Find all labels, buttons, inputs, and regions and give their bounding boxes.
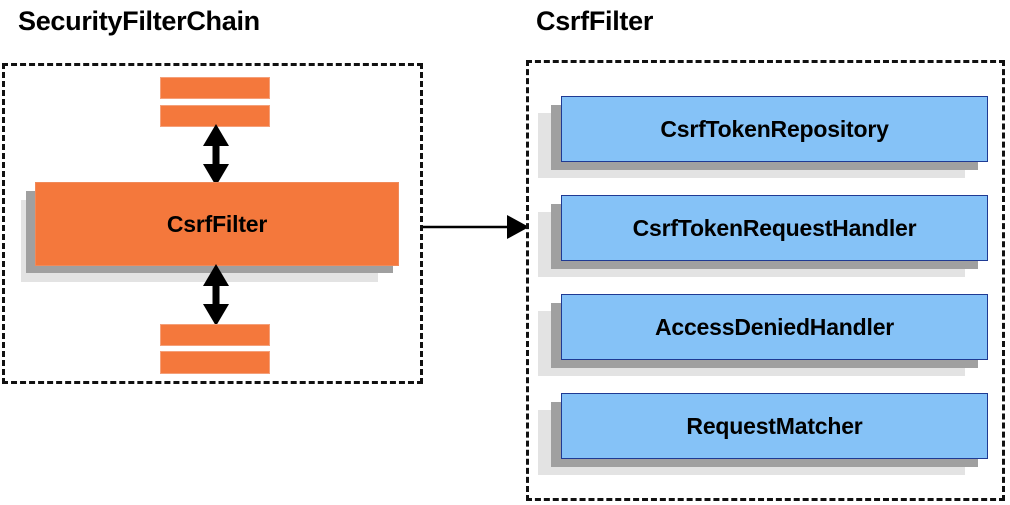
box-label-access-denied-handler: AccessDeniedHandler bbox=[654, 313, 895, 340]
box-label-csrf-token-request-handler: CsrfTokenRequestHandler bbox=[632, 214, 917, 241]
panel-title-security-filter-chain: SecurityFilterChain bbox=[18, 6, 260, 36]
double-arrow-down-icon bbox=[203, 264, 229, 326]
box-face-csrf-token-request-handler[interactable]: CsrfTokenRequestHandler bbox=[561, 195, 988, 261]
unlabeled-filter-bar-4 bbox=[160, 351, 270, 374]
box-csrf-token-repository[interactable]: CsrfTokenRepository bbox=[538, 96, 988, 184]
unlabeled-filter-bar-3 bbox=[160, 324, 270, 346]
panel-title-csrf-filter: CsrfFilter bbox=[536, 6, 654, 36]
panel-border-csrf-filter bbox=[526, 60, 1005, 501]
box-face-csrf-token-repository[interactable]: CsrfTokenRepository bbox=[561, 96, 988, 162]
unlabeled-filter-bar-1 bbox=[160, 77, 270, 99]
panel-border-security-filter-chain bbox=[2, 63, 423, 384]
box-face-request-matcher[interactable]: RequestMatcher bbox=[561, 393, 988, 459]
box-face-csrf-filter[interactable]: CsrfFilter bbox=[35, 182, 399, 266]
double-arrow-up-icon bbox=[203, 124, 229, 186]
box-face-access-denied-handler[interactable]: AccessDeniedHandler bbox=[561, 294, 988, 360]
box-request-matcher[interactable]: RequestMatcher bbox=[538, 393, 988, 481]
box-label-csrf-filter: CsrfFilter bbox=[166, 210, 268, 237]
box-csrf-filter[interactable]: CsrfFilter bbox=[21, 182, 401, 286]
box-csrf-token-request-handler[interactable]: CsrfTokenRequestHandler bbox=[538, 195, 988, 283]
box-label-request-matcher: RequestMatcher bbox=[686, 412, 863, 439]
box-access-denied-handler[interactable]: AccessDeniedHandler bbox=[538, 294, 988, 382]
expand-arrow-icon bbox=[423, 215, 529, 239]
box-label-csrf-token-repository: CsrfTokenRepository bbox=[660, 115, 889, 142]
